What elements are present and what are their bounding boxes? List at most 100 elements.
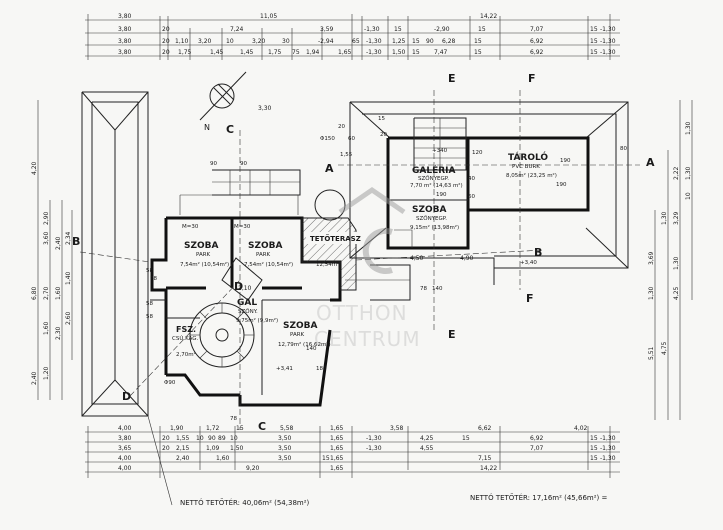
svg-text:-1,30: -1,30 — [366, 435, 382, 442]
top-dimension-lines: 3,80 11,05 14,22 3,80 20 7,24 3,59 -1,30… — [85, 13, 620, 60]
svg-text:SZŐNYEGP.: SZŐNYEGP. — [416, 215, 447, 222]
svg-text:190: 190 — [556, 182, 567, 188]
svg-text:4,00: 4,00 — [118, 465, 132, 472]
svg-text:80: 80 — [620, 146, 627, 152]
svg-text:1,75: 1,75 — [178, 49, 192, 56]
svg-text:1,09: 1,09 — [206, 445, 220, 452]
svg-text:8,05m² (23,25 m²): 8,05m² (23,25 m²) — [506, 172, 557, 179]
svg-text:2,70: 2,70 — [43, 286, 50, 300]
svg-text:1,65: 1,65 — [330, 455, 344, 462]
svg-text:7,54m² (10,54m²): 7,54m² (10,54m²) — [180, 261, 229, 268]
svg-text:-1,30: -1,30 — [364, 26, 380, 33]
svg-text:15: 15 — [590, 38, 598, 45]
room-gal: GAL — [237, 298, 257, 308]
svg-text:CSÚ.KAG.: CSÚ.KAG. — [172, 335, 199, 342]
svg-text:10: 10 — [685, 192, 692, 200]
svg-text:7,70 m² (14,63 m²): 7,70 m² (14,63 m²) — [410, 182, 463, 189]
svg-text:78: 78 — [420, 286, 427, 292]
svg-text:3,50: 3,50 — [278, 445, 292, 452]
svg-text:-1,30: -1,30 — [600, 455, 616, 462]
svg-text:1,50: 1,50 — [230, 445, 244, 452]
svg-text:6,92: 6,92 — [530, 49, 544, 56]
svg-text:7,47: 7,47 — [434, 49, 448, 56]
svg-text:7,54m² (10,54m²): 7,54m² (10,54m²) — [244, 261, 293, 268]
svg-text:4,75: 4,75 — [661, 341, 668, 355]
svg-text:4,20: 4,20 — [31, 161, 38, 175]
svg-text:89: 89 — [218, 435, 226, 442]
svg-text:+3,40: +3,40 — [520, 260, 537, 266]
svg-text:1,45: 1,45 — [210, 49, 224, 56]
room-fsz: FSZ. — [176, 325, 196, 334]
svg-text:M=30: M=30 — [182, 224, 199, 230]
svg-text:120: 120 — [472, 150, 483, 156]
svg-text:15: 15 — [412, 38, 420, 45]
svg-text:SZŐNYEGP.: SZŐNYEGP. — [418, 175, 449, 182]
svg-text:3,30: 3,30 — [258, 105, 272, 112]
svg-text:1,45: 1,45 — [240, 49, 254, 56]
svg-text:20: 20 — [162, 445, 170, 452]
cut-a-left: A — [325, 162, 334, 175]
svg-text:-2,94: -2,94 — [318, 38, 334, 45]
svg-text:Φ150: Φ150 — [320, 136, 335, 142]
right-room-labels: GALÉRIA SZŐNYEGP. 7,70 m² (14,63 m²) TÁR… — [320, 116, 627, 292]
svg-text:15: 15 — [462, 435, 470, 442]
svg-text:15: 15 — [590, 49, 598, 56]
room-galeria: GALÉRIA — [412, 164, 456, 176]
svg-text:65: 65 — [352, 38, 360, 45]
svg-text:9,15m² (13,98m²): 9,15m² (13,98m²) — [410, 224, 459, 231]
svg-text:1,65: 1,65 — [330, 445, 344, 452]
svg-text:4,50: 4,50 — [410, 255, 424, 262]
svg-text:15: 15 — [236, 425, 244, 432]
svg-text:78: 78 — [150, 276, 157, 282]
svg-text:3,50: 3,50 — [278, 455, 292, 462]
svg-text:140: 140 — [306, 346, 317, 352]
svg-text:1,72: 1,72 — [206, 425, 220, 432]
svg-text:1,90: 1,90 — [170, 425, 184, 432]
net-area-left: NETTÓ TETŐTÉR: 40,06m² (54,38m²) — [180, 498, 310, 507]
svg-text:-2,90: -2,90 — [434, 26, 450, 33]
watermark-line1: OTTHON — [316, 301, 408, 325]
svg-text:2,70m²: 2,70m² — [176, 351, 196, 358]
cut-b-right: B — [534, 246, 542, 259]
gallery-void — [221, 257, 263, 301]
svg-text:1,30: 1,30 — [673, 256, 680, 270]
svg-text:3,80: 3,80 — [118, 38, 132, 45]
svg-text:6,92: 6,92 — [530, 38, 544, 45]
right-dimension-lines: 1,30 2,22 3,29 3,69 5,51 4,75 1,30 10 1,… — [648, 100, 693, 420]
svg-text:1,65: 1,65 — [330, 435, 344, 442]
svg-text:7,07: 7,07 — [530, 26, 544, 33]
watermark-logo: OTTHON CENTRUM — [314, 186, 420, 351]
svg-text:6,62: 6,62 — [478, 425, 492, 432]
svg-text:58: 58 — [146, 301, 153, 307]
north-label: N — [204, 123, 210, 132]
svg-text:4,90: 4,90 — [460, 255, 474, 262]
svg-text:90: 90 — [208, 435, 216, 442]
svg-text:7,24: 7,24 — [230, 26, 244, 33]
svg-text:15: 15 — [394, 26, 402, 33]
left-dimension-lines: 4,20 6,80 2,40 3,60 2,70 1,60 1,20 2,40 … — [31, 100, 73, 400]
svg-text:2,90: 2,90 — [43, 211, 50, 225]
cut-a-right: A — [646, 156, 655, 169]
tetoterasz-area: 12,54m² — [316, 261, 339, 268]
right-building-walls — [345, 117, 590, 301]
svg-text:190: 190 — [436, 192, 447, 198]
cut-d-left: D — [122, 390, 131, 403]
cut-e-bottom: E — [448, 328, 456, 341]
svg-text:4,00: 4,00 — [118, 455, 132, 462]
svg-text:20: 20 — [162, 435, 170, 442]
svg-text:1,30: 1,30 — [648, 286, 655, 300]
north-arrow-icon: N 3,30 — [199, 71, 272, 132]
svg-text:15: 15 — [590, 26, 598, 33]
dim-top-1a: 3,80 — [118, 13, 132, 20]
svg-text:1,10: 1,10 — [175, 38, 189, 45]
svg-text:1,40: 1,40 — [65, 271, 72, 285]
svg-text:4,55: 4,55 — [420, 445, 434, 452]
svg-text:1,75: 1,75 — [268, 49, 282, 56]
svg-text:2,10: 2,10 — [238, 285, 252, 292]
cut-e-top: E — [448, 72, 456, 85]
svg-text:90: 90 — [210, 161, 217, 167]
svg-text:20: 20 — [162, 26, 170, 33]
svg-text:2,15: 2,15 — [176, 445, 190, 452]
svg-text:1,25: 1,25 — [392, 38, 406, 45]
svg-text:1,65: 1,65 — [338, 49, 352, 56]
